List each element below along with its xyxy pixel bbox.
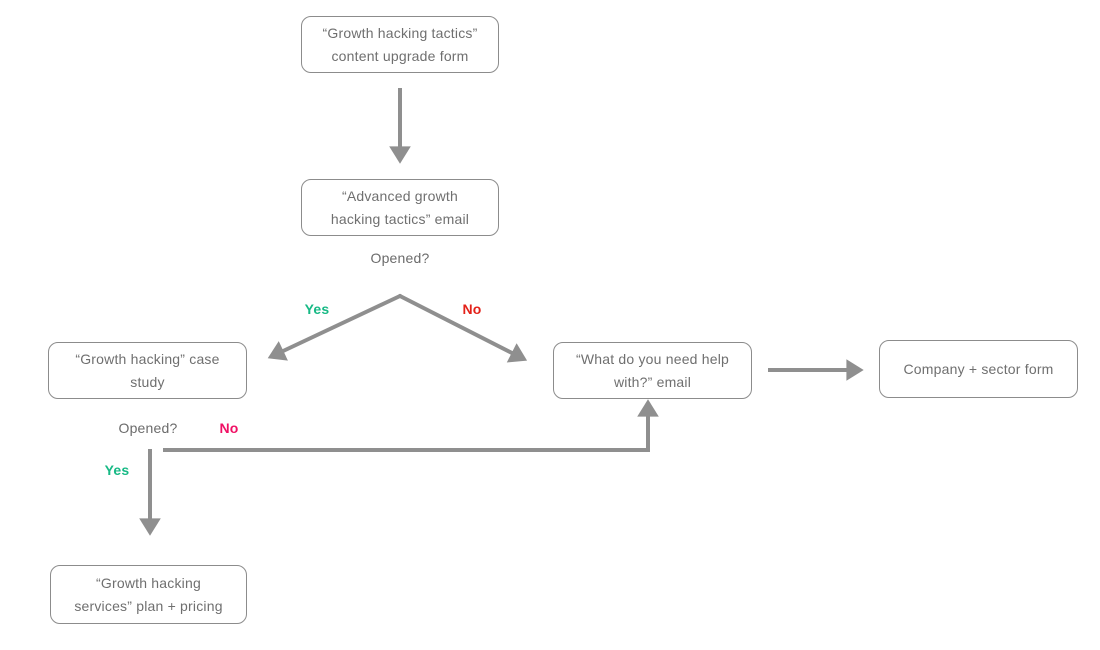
node-advanced-tactics-email-line1: “Advanced growth [341,187,459,204]
node-help-email-line2: with?” email [613,373,692,390]
node-company-sector-form: Company + sector form [879,340,1078,398]
label-opened-top: Opened? [370,250,430,266]
node-case-study-line1: “Growth hacking” case [75,350,220,367]
node-content-upgrade-form: “Growth hacking tactics” content upgrade… [301,16,499,73]
label-yes-left: Yes [104,462,130,478]
node-company-sector-form-line1: Company + sector form [903,360,1054,377]
node-case-study-line2: study [130,373,165,390]
node-advanced-tactics-email: “Advanced growth hacking tactics” email [301,179,499,236]
node-advanced-tactics-email-line2: hacking tactics” email [330,210,470,227]
node-help-email-line1: “What do you need help [575,350,730,367]
node-content-upgrade-form-line2: content upgrade form [331,47,469,64]
node-services-plan-pricing: “Growth hacking services” plan + pricing [50,565,247,624]
label-yes-top: Yes [304,301,330,317]
node-services-plan-pricing-line2: services” plan + pricing [74,597,223,614]
node-help-email: “What do you need help with?” email [553,342,752,399]
label-opened-left: Opened? [118,420,178,436]
node-content-upgrade-form-line1: “Growth hacking tactics” [322,24,478,41]
label-no-top: No [462,301,482,317]
label-no-left: No [219,420,239,436]
node-case-study: “Growth hacking” case study [48,342,247,399]
node-services-plan-pricing-line1: “Growth hacking [96,574,201,591]
